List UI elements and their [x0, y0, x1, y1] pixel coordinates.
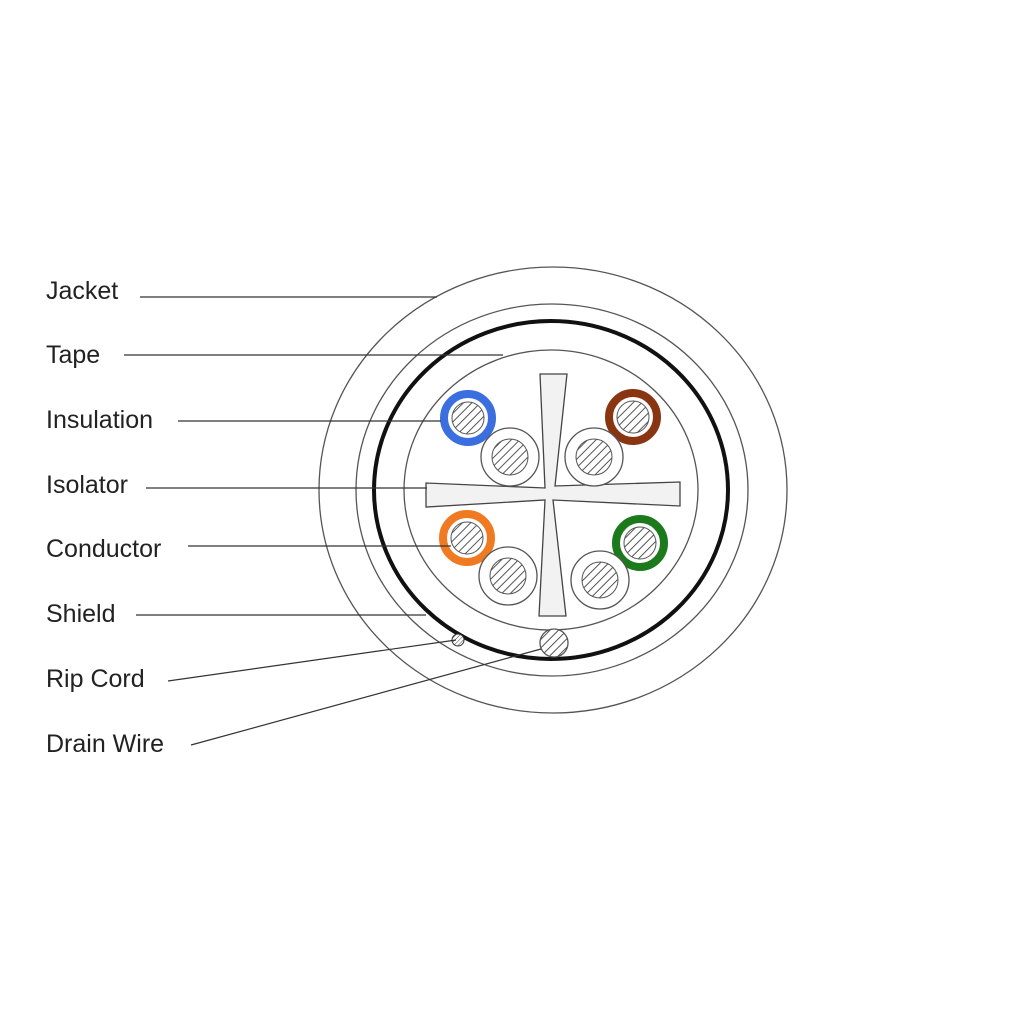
jacket-inner-ring [355, 303, 749, 677]
label-conductor: Conductor [46, 535, 162, 563]
conductor-white-orange [489, 557, 527, 595]
label-rip-cord: Rip Cord [46, 665, 145, 693]
label-drain-wire: Drain Wire [46, 730, 165, 758]
shield-ring [372, 319, 730, 661]
conductor-white-brown [575, 438, 613, 476]
drain-wire [539, 628, 569, 658]
label-shield: Shield [46, 600, 116, 628]
conductor-blue [451, 401, 485, 435]
label-insulation: Insulation [46, 406, 154, 434]
isolator-cross [425, 373, 681, 617]
conductor-orange [450, 521, 484, 555]
label-isolator: Isolator [46, 471, 128, 499]
conductor-white-blue [491, 438, 529, 476]
leader-line-rip-cord [167, 639, 457, 682]
leader-line-drain-wire [190, 648, 542, 746]
label-jacket: Jacket [46, 277, 119, 305]
label-tape: Tape [46, 341, 101, 369]
conductor-brown [616, 400, 650, 434]
pair-blue [440, 390, 540, 487]
conductor-white-green [581, 561, 619, 599]
conductor-green [623, 526, 657, 560]
jacket-outer-ring [318, 266, 788, 714]
pair-green [570, 515, 668, 610]
pair-brown [564, 389, 661, 487]
pair-orange [439, 510, 538, 606]
